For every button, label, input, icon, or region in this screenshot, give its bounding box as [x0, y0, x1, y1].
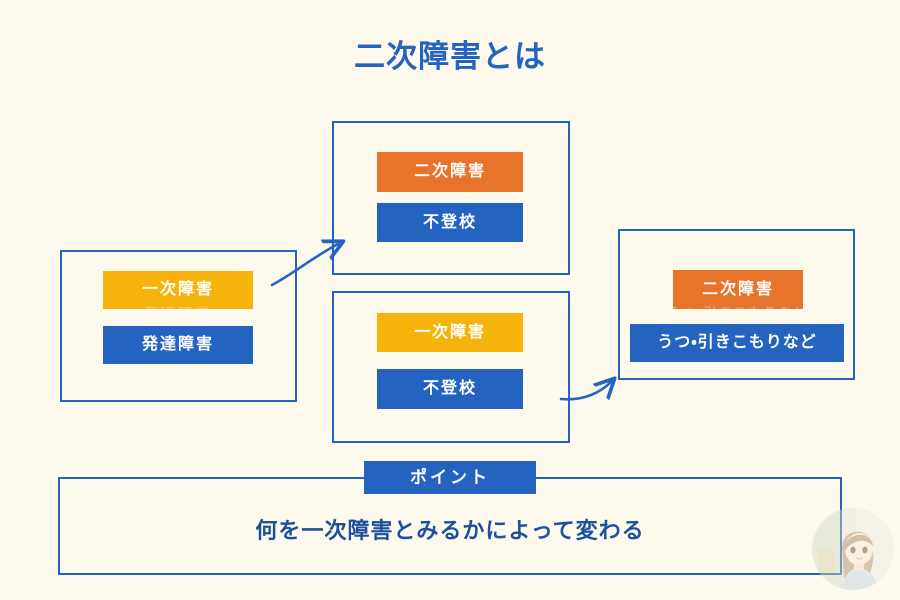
- chip-label: 不登校: [422, 213, 477, 231]
- group-frame-bottom-middle: [332, 291, 570, 443]
- group-frame-right: [618, 229, 855, 380]
- chip-label: 発達障害: [141, 336, 214, 353]
- point-badge: ポイント: [364, 461, 536, 494]
- chip-top-secondary: 二次障害: [377, 152, 523, 192]
- chip-label: うつ・引きこもりなど: [657, 334, 817, 351]
- chip-label: 一次障害: [413, 323, 486, 341]
- group-frame-top-middle: [332, 121, 570, 275]
- chip-label: 一次障害: [141, 281, 214, 298]
- chip-top-truancy: 不登校: [377, 203, 523, 242]
- avatar-illustration: [812, 508, 894, 590]
- group-frame-left: [60, 250, 297, 402]
- page-title: 二次障害とは: [354, 39, 546, 74]
- chip-left-developmental: 発達障害: [103, 326, 253, 364]
- author-avatar: [812, 508, 894, 590]
- chip-label: 不登校: [422, 380, 477, 397]
- chip-mid-primary: 一次障害: [377, 313, 523, 352]
- chip-label: 二次障害: [701, 280, 774, 298]
- chip-label: 二次障害: [413, 163, 486, 180]
- chip-right-depression: うつ・引きこもりなど: [630, 324, 844, 362]
- point-text: 何を一次障害とみるかによって変わる: [255, 518, 645, 543]
- chip-right-secondary: 二次障害: [673, 270, 803, 309]
- chip-left-primary: 一次障害: [103, 271, 253, 309]
- chip-mid-truancy: 不登校: [377, 369, 523, 409]
